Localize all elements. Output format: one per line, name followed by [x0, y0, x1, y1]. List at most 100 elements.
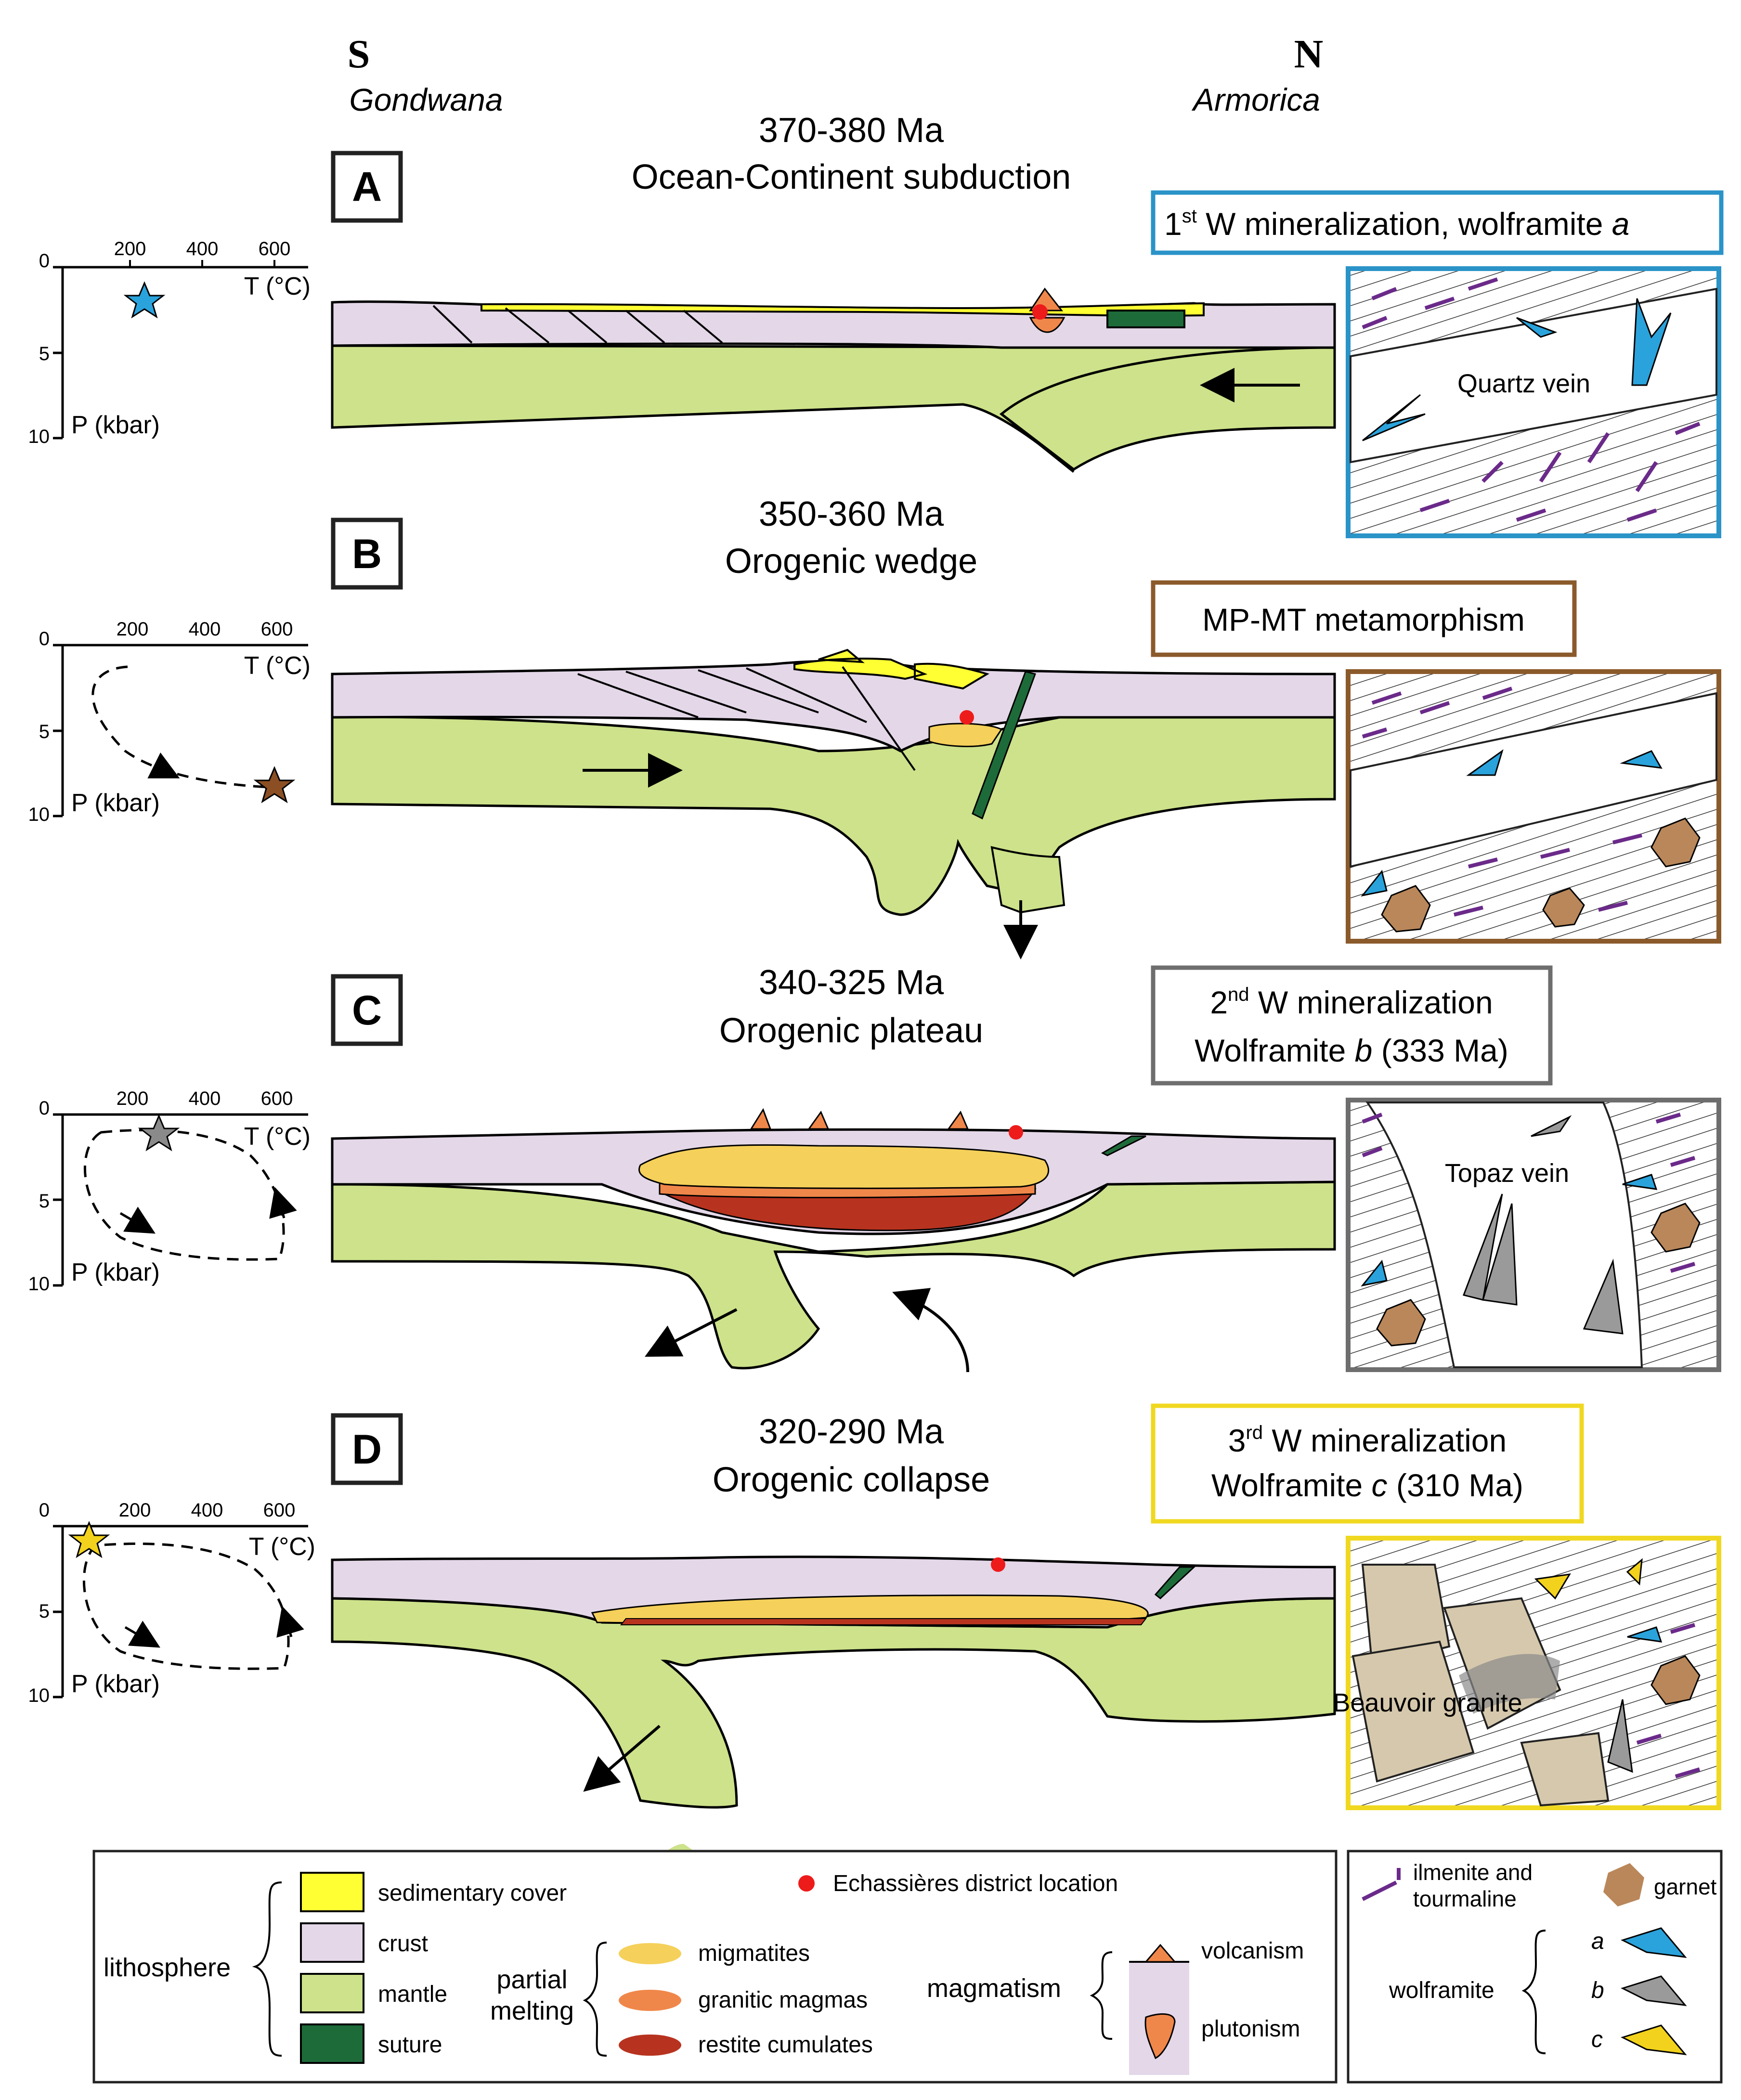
legend-plutonism: plutonism [1201, 2016, 1300, 2042]
pressure-tick-0: 0 [39, 1098, 50, 1119]
temp-tick-400: 400 [189, 1088, 221, 1109]
vein [1350, 692, 1717, 868]
event-title: 1st W mineralization, wolframite a [1164, 206, 1629, 242]
swatch-volcanism [1144, 1944, 1177, 1963]
mantle-layer [331, 715, 1336, 916]
inset-b [1346, 669, 1721, 944]
swatch-suture [300, 2023, 364, 2064]
pressure-axis-label: P (kbar) [71, 1670, 160, 1698]
stage-age: 350-360 Ma [759, 495, 944, 533]
event-title-1: 2nd W mineralization [1210, 984, 1493, 1020]
event-text-tail: (333 Ma) [1372, 1033, 1508, 1068]
temp-tick-400: 400 [191, 1500, 223, 1521]
stage-d: D 320-290 Ma Orogenic collapse 3rd W min… [28, 1403, 1721, 1897]
pt-diagram-d: 0 5 10 200 400 600 T (°C) P (kbar) [28, 1500, 316, 1706]
cross-section-a [331, 287, 1336, 473]
event-ordinal-sup: nd [1228, 984, 1249, 1005]
stage-setting: Orogenic collapse [713, 1461, 990, 1499]
event-italic: b [1355, 1033, 1373, 1068]
garnet-swatch [1603, 1863, 1644, 1906]
legend-partial: partial [496, 1965, 567, 1994]
stage-a: A 370-380 Ma Ocean-Continent subduction … [28, 111, 1724, 538]
legend-restite: restite cumulates [698, 2032, 873, 2058]
pt-path-arrow [147, 752, 180, 778]
swatch-w-c [1621, 2024, 1687, 2055]
echassieres-marker [1009, 1125, 1023, 1140]
legend-migmatites: migmatites [698, 1941, 810, 1966]
garnet-crystals [1381, 817, 1701, 933]
stage-letter: C [352, 987, 382, 1034]
wolframite-a-crystals [1361, 1174, 1658, 1287]
pt-diagram-b: 0 5 10 200 400 600 T (°C) P (kbar) [28, 619, 311, 825]
south-letter: S [348, 32, 370, 77]
temp-tick-200: 200 [119, 1500, 151, 1521]
mantle-layer [331, 1180, 1336, 1370]
magmatism-brace [1090, 1951, 1113, 2040]
mantle-fragment [990, 846, 1065, 914]
event-title-2: Wolframite b (333 Ma) [1195, 1033, 1508, 1068]
pt-star [68, 1521, 110, 1558]
event-ordinal: 3 [1228, 1423, 1246, 1458]
ilmenite-swatch [1362, 1868, 1401, 1901]
pt-loop [82, 1543, 290, 1670]
swatch-migmatites [619, 1943, 681, 1964]
wolframite-brace [1521, 1930, 1546, 2054]
event-ordinal: 2 [1210, 985, 1228, 1020]
legend: lithosphere sedimentary cover crust mant… [92, 1850, 1723, 2084]
swatch-mantle [300, 1973, 364, 2013]
legend-w-b: b [1591, 1978, 1604, 2003]
legend-sedimentary: sedimentary cover [378, 1880, 567, 1906]
event-title-1: 3rd W mineralization [1228, 1422, 1507, 1458]
wolframite-a-crystals [1362, 298, 1672, 441]
legend-granitic: granitic magmas [698, 1987, 868, 2013]
temp-tick-400: 400 [189, 619, 221, 640]
event-text: Wolframite [1195, 1033, 1355, 1068]
legend-w-c: c [1591, 2027, 1603, 2052]
stage-age: 320-290 Ma [759, 1413, 944, 1451]
event-ordinal-sup: st [1182, 206, 1197, 227]
pt-path-arrow [124, 1620, 160, 1648]
inset-label: Beauvoir granite [1333, 1688, 1522, 1717]
slab-motion-arrow [644, 1308, 738, 1357]
thrust-faults [577, 666, 916, 771]
swatch-echassieres [798, 1875, 815, 1892]
event-text: W mineralization, wolframite [1197, 206, 1612, 242]
ilmenite-needles [1362, 1113, 1696, 1273]
asthenosphere-flow-arrow [892, 1288, 969, 1373]
temp-axis-label: T (°C) [244, 652, 311, 680]
partial-melting-brace [583, 1942, 607, 2057]
wolframite-a-crystals [1361, 749, 1663, 897]
thrust-faults [432, 305, 723, 344]
inset-label: Quartz vein [1457, 369, 1590, 398]
stage-letter: A [352, 164, 382, 210]
temp-tick-200: 200 [117, 619, 149, 640]
stage-age: 340-325 Ma [759, 963, 944, 1002]
migmatite-body [928, 723, 1003, 747]
quartz-vein [1350, 287, 1717, 464]
pressure-axis-label: P (kbar) [71, 411, 160, 439]
pt-star [253, 766, 296, 804]
wolframite-b-crystals [1462, 1115, 1624, 1335]
pressure-tick-5: 5 [39, 1191, 50, 1212]
pluton-a [1029, 317, 1065, 333]
stage-letter-box [331, 974, 403, 1046]
pt-diagram-c: 0 5 10 200 400 600 T (°C) P (kbar) [28, 1088, 311, 1295]
pt-path-arrow [276, 1606, 304, 1638]
restite-body [620, 1618, 1147, 1625]
temp-axis-label: T (°C) [244, 1123, 311, 1151]
pressure-tick-0: 0 [39, 250, 50, 272]
cross-section-d [331, 1556, 1336, 1897]
stage-setting: Orogenic plateau [719, 1011, 983, 1050]
suture-zone [1106, 310, 1185, 328]
ilmenite-needles [1362, 277, 1701, 522]
pt-path [91, 665, 270, 789]
event-text: W mineralization [1249, 985, 1493, 1020]
legend-volcanism: volcanism [1201, 1938, 1304, 1964]
migmatite-body [638, 1144, 1050, 1189]
suture-zone [972, 671, 1036, 820]
pressure-tick-5: 5 [39, 343, 50, 364]
legend-suture: suture [378, 2032, 442, 2058]
legend-lithosphere: lithosphere [104, 1953, 231, 1982]
suture-zone [1101, 1135, 1146, 1156]
